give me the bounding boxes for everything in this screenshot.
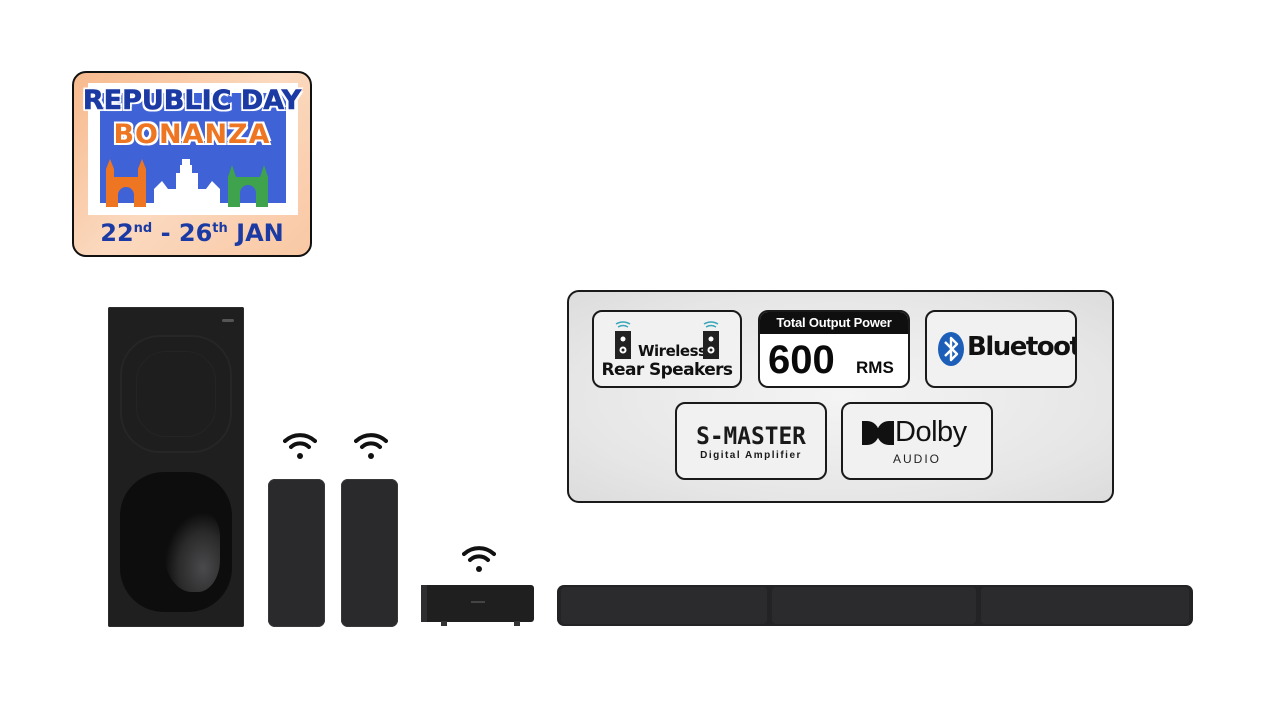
promo-subtitle: BONANZA [113,119,271,150]
rear-speaker-right [341,479,398,627]
speaker-icon [703,321,719,359]
power-value: 600 [768,338,835,382]
promo-title: REPUBLIC DAY [82,85,302,117]
transmitter-foot [514,621,520,626]
feature-label: Wireless [638,342,707,360]
feature-s-master: S-MASTER Digital Amplifier [675,402,827,480]
feature-label: S-MASTER [696,422,806,450]
feature-label: Bluetooth® [967,332,1075,362]
subwoofer-port-hole [164,512,220,592]
subwoofer-port [120,472,232,612]
wifi-icon [283,433,317,459]
wireless-transmitter [421,585,534,626]
feature-label: Dolby [895,416,967,448]
soundbar-segment [981,587,1189,624]
feature-sublabel: Digital Amplifier [700,450,802,461]
wifi-icon [354,433,388,459]
feature-label: Rear Speakers [601,360,733,380]
bluetooth-icon [938,332,964,366]
transmitter-foot [441,621,447,626]
dolby-icon [862,421,894,445]
feature-bluetooth: Bluetooth® [925,310,1077,388]
subwoofer-driver-ring [136,351,216,437]
features-panel: Wireless Rear Speakers Total Output Powe… [567,290,1114,503]
soundbar-segment [561,587,767,624]
subwoofer-driver [120,335,232,453]
feature-output-power: Total Output Power 600 RMS [758,310,910,388]
feature-sublabel: AUDIO [892,452,941,466]
promo-dates: 22nd - 26th JAN [100,219,284,247]
feature-wireless-rear-speakers: Wireless Rear Speakers [592,310,742,388]
rear-speaker-left [268,479,325,627]
subwoofer [108,307,244,627]
promo-badge: REPUBLIC DAY BONANZA 22nd - 26th JAN [72,71,312,257]
monuments-skyline-icon [106,159,268,207]
soundbar [557,585,1193,626]
speaker-icon [615,321,631,359]
soundbar-segment [772,587,976,624]
feature-heading: Total Output Power [760,312,908,334]
feature-dolby-audio: Dolby AUDIO [841,402,993,480]
brand-logo [471,601,485,603]
power-unit: RMS [856,358,894,377]
brand-logo [222,319,234,322]
wifi-icon [462,546,496,572]
